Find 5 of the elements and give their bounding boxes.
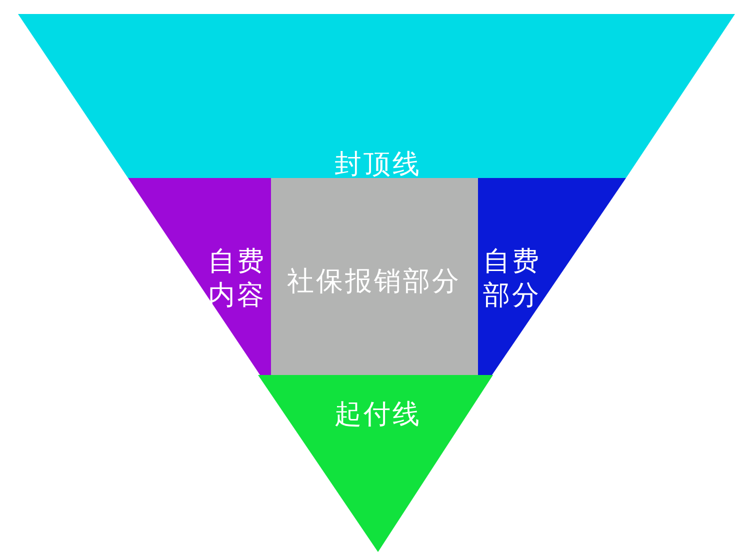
region-label: 自费内容 (207, 245, 267, 313)
region-label: 封顶线 (334, 148, 422, 182)
region-label: 社保报销部分 (286, 265, 462, 299)
region-label: 起付线 (334, 398, 422, 432)
region-label: 自费部分 (482, 245, 542, 313)
